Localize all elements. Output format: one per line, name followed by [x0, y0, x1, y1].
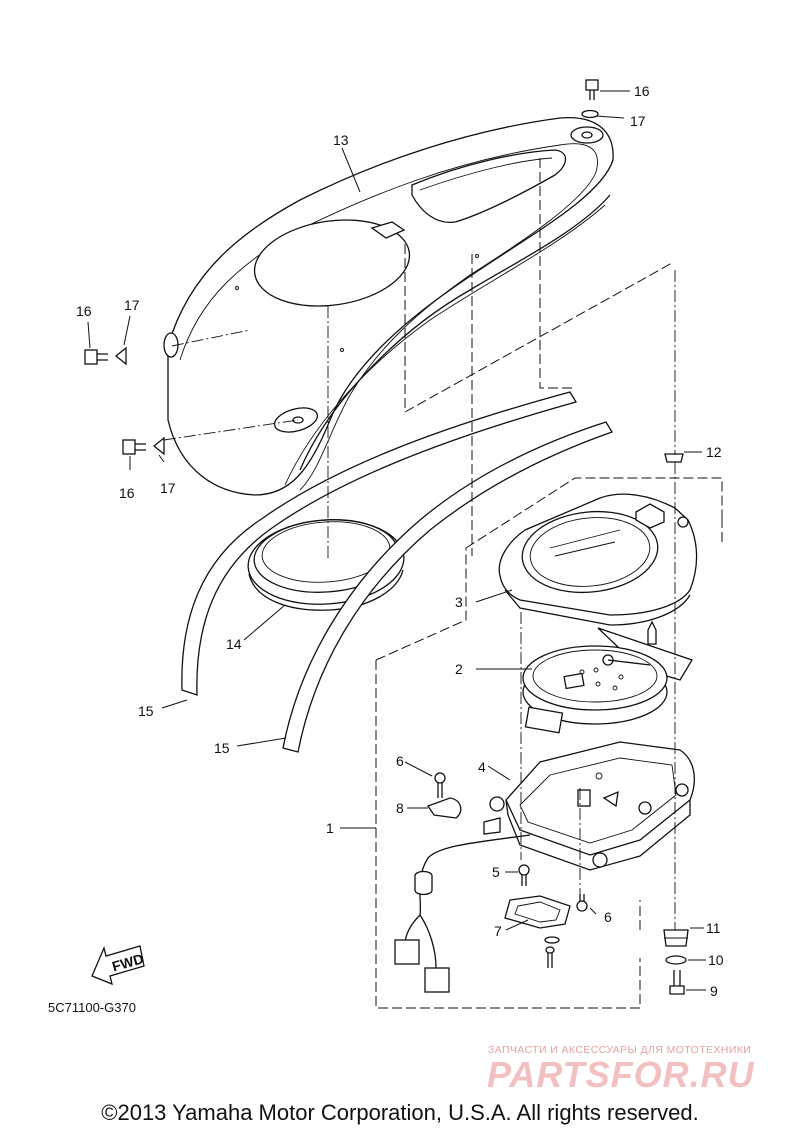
harness-drawing [394, 834, 531, 993]
callout-15-right: 15 [214, 740, 230, 756]
callout-2: 2 [455, 661, 463, 677]
callout-4: 4 [478, 759, 486, 775]
callout-9: 9 [710, 983, 718, 999]
callout-labels: 16 17 13 16 17 16 17 12 3 14 2 15 15 6 4… [76, 83, 724, 999]
meter-cover-drawing [498, 493, 698, 626]
assembly-group-outline [375, 158, 723, 1009]
center-lines [163, 270, 676, 930]
callout-16-top: 16 [634, 83, 650, 99]
meter-case-drawing [489, 741, 695, 871]
leader-lines [87, 90, 706, 991]
callout-11: 11 [706, 920, 721, 936]
callout-8: 8 [396, 800, 404, 816]
callout-6-upper: 6 [396, 753, 404, 769]
rubber-strips-drawing [181, 391, 613, 753]
callout-1: 1 [326, 820, 334, 836]
callout-16-lower-left: 16 [119, 485, 135, 501]
diagram-code: 5C71100-G370 [48, 1000, 136, 1015]
callout-17-upper-left: 17 [124, 297, 140, 313]
callout-7: 7 [494, 923, 502, 939]
callout-13: 13 [333, 132, 349, 148]
meter-assembly-drawing [522, 620, 693, 734]
gasket-drawing [504, 895, 571, 929]
callout-6-lower: 6 [604, 909, 612, 925]
clamp-drawing [427, 797, 501, 835]
callout-10: 10 [708, 952, 724, 968]
callout-14: 14 [226, 636, 242, 652]
copyright-footer: ©2013 Yamaha Motor Corporation, U.S.A. A… [101, 1100, 699, 1125]
tank-cover-drawing [163, 116, 614, 496]
callout-12: 12 [706, 444, 722, 460]
callout-5: 5 [492, 864, 500, 880]
callout-3: 3 [455, 594, 463, 610]
callout-15-left: 15 [138, 703, 154, 719]
fasteners-drawing [84, 79, 689, 995]
fwd-arrow-icon: FWD [91, 945, 145, 986]
watermark-tagline: ЗАПЧАСТИ И АКСЕССУАРЫ ДЛЯ МОТОТЕХНИКИ [488, 1044, 752, 1056]
callout-17-top: 17 [630, 113, 646, 129]
callout-16-upper-left: 16 [76, 303, 92, 319]
watermark-logo[interactable]: PARTSFOR.RU [487, 1054, 755, 1095]
callout-17-lower-left: 17 [160, 480, 176, 496]
